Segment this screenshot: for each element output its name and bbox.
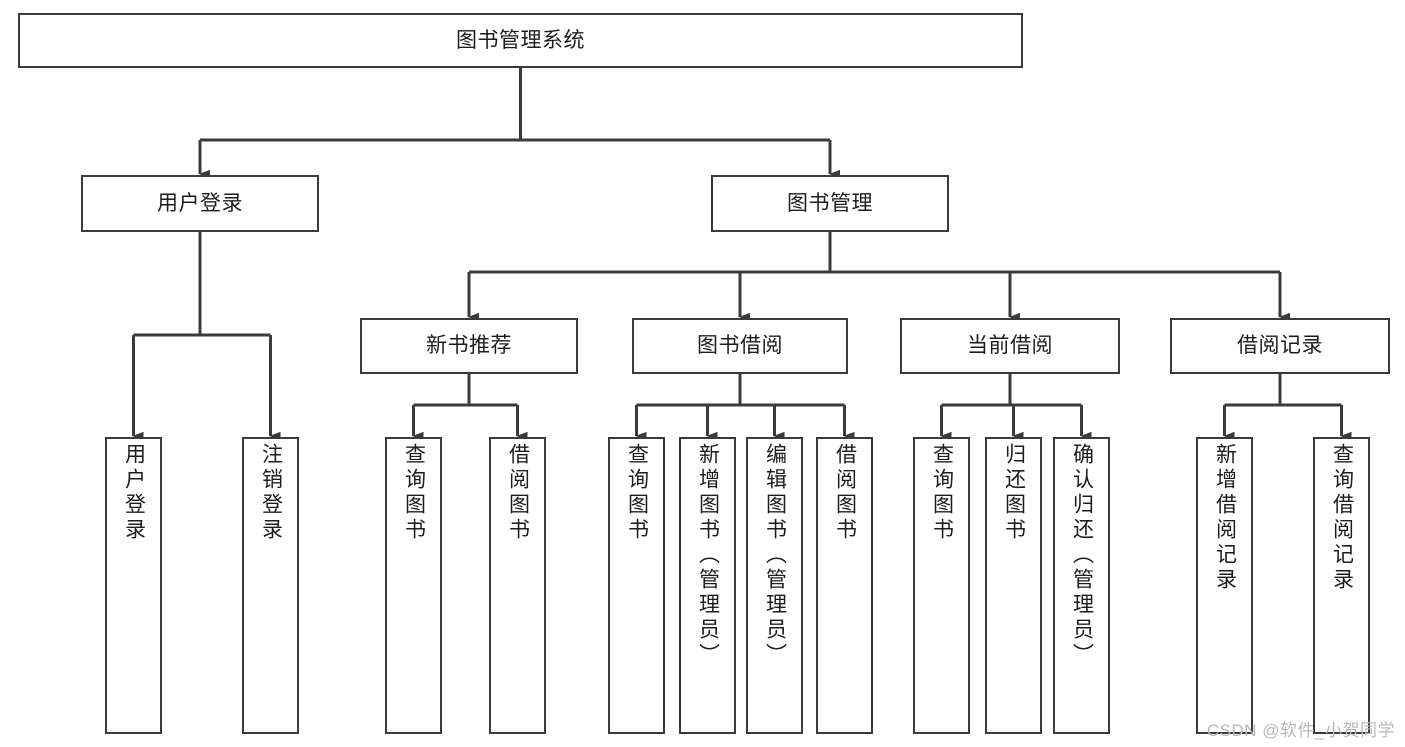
node-leaf-add-book[interactable]: 新增图书（管理员） — [679, 437, 736, 734]
node-label-leaf-query-book-1: 查询图书 — [402, 443, 426, 543]
node-label-root: 图书管理系统 — [456, 28, 585, 52]
node-leaf-add-record[interactable]: 新增借阅记录 — [1196, 437, 1253, 734]
node-leaf-query-book-3[interactable]: 查询图书 — [913, 437, 970, 734]
edge-group — [132, 68, 1352, 441]
node-label-leaf-add-book: 新增图书（管理员） — [696, 443, 720, 668]
node-book-manage[interactable]: 图书管理 — [711, 175, 949, 232]
node-label-leaf-user-login: 用户登录 — [122, 443, 146, 543]
node-leaf-edit-book[interactable]: 编辑图书（管理员） — [746, 437, 803, 734]
node-label-leaf-confirm-return: 确认归还（管理员） — [1070, 443, 1094, 668]
node-label-borrow-record: 借阅记录 — [1237, 334, 1323, 358]
node-label-book-manage: 图书管理 — [787, 191, 873, 215]
node-label-new-book-recommend: 新书推荐 — [426, 334, 512, 358]
node-leaf-return-book[interactable]: 归还图书 — [985, 437, 1042, 734]
node-leaf-user-login[interactable]: 用户登录 — [105, 437, 162, 734]
node-label-current-borrow: 当前借阅 — [967, 334, 1053, 358]
node-leaf-query-book-1[interactable]: 查询图书 — [385, 437, 442, 734]
node-new-book-recommend[interactable]: 新书推荐 — [360, 318, 578, 374]
node-leaf-query-record[interactable]: 查询借阅记录 — [1313, 437, 1370, 734]
node-label-leaf-logout: 注销登录 — [259, 443, 283, 543]
node-leaf-borrow-book-1[interactable]: 借阅图书 — [489, 437, 546, 734]
node-label-leaf-query-record: 查询借阅记录 — [1330, 443, 1354, 593]
node-label-user-login: 用户登录 — [157, 191, 243, 215]
node-leaf-logout[interactable]: 注销登录 — [242, 437, 299, 734]
node-root[interactable]: 图书管理系统 — [18, 13, 1023, 68]
watermark-csdn: CSDN @软件_小贺同学 — [1206, 721, 1395, 740]
node-user-login[interactable]: 用户登录 — [81, 175, 319, 232]
node-leaf-confirm-return[interactable]: 确认归还（管理员） — [1053, 437, 1110, 734]
node-label-leaf-borrow-book-2: 借阅图书 — [833, 443, 857, 543]
node-label-leaf-query-book-2: 查询图书 — [625, 443, 649, 543]
node-label-leaf-add-record: 新增借阅记录 — [1213, 443, 1237, 593]
node-borrow-record[interactable]: 借阅记录 — [1170, 318, 1390, 374]
node-label-book-borrow: 图书借阅 — [697, 334, 783, 358]
node-book-borrow[interactable]: 图书借阅 — [632, 318, 848, 374]
node-leaf-query-book-2[interactable]: 查询图书 — [608, 437, 665, 734]
node-label-leaf-query-book-3: 查询图书 — [930, 443, 954, 543]
node-current-borrow[interactable]: 当前借阅 — [900, 318, 1120, 374]
node-label-leaf-borrow-book-1: 借阅图书 — [506, 443, 530, 543]
node-label-leaf-return-book: 归还图书 — [1002, 443, 1026, 543]
node-label-leaf-edit-book: 编辑图书（管理员） — [763, 443, 787, 668]
node-leaf-borrow-book-2[interactable]: 借阅图书 — [816, 437, 873, 734]
